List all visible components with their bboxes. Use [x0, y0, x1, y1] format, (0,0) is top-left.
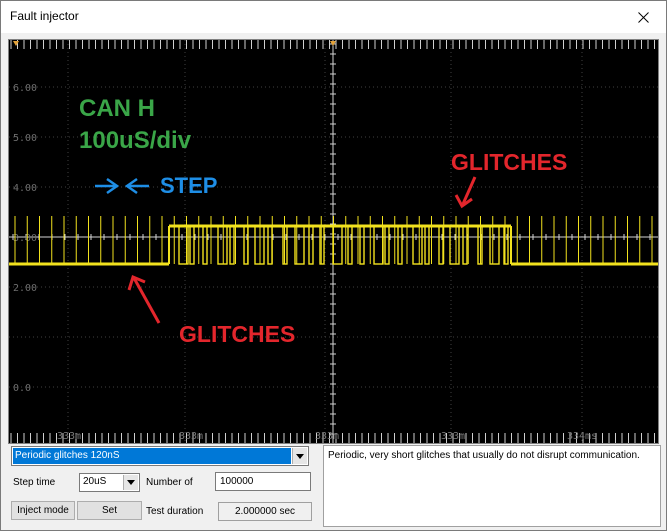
number-of-label: Number of	[146, 477, 193, 488]
bit-dip	[503, 225, 509, 265]
step-arrowhead-left	[106, 177, 120, 195]
glitches-label-lower: GLITCHES	[179, 321, 295, 347]
bit-dip	[373, 225, 384, 265]
bit-dip	[254, 225, 265, 265]
timebase-label: 100uS/div	[79, 127, 192, 154]
chevron-down-icon	[292, 448, 307, 464]
bit-dip	[178, 225, 189, 265]
bit-dip	[319, 225, 325, 265]
y-tick-label: 5.00	[13, 133, 37, 144]
mode-description: Periodic, very short glitches that usual…	[323, 445, 661, 527]
window-title: Fault injector	[10, 9, 79, 23]
bit-dip	[189, 225, 195, 265]
bit-dip	[267, 225, 273, 265]
fault-mode-dropdown[interactable]: Periodic glitches 120nS	[11, 446, 309, 466]
title-bar: Fault injector	[1, 1, 666, 33]
test-duration-label: Test duration	[146, 506, 204, 517]
x-tick-label: 334ms	[567, 431, 597, 442]
bit-dip	[332, 225, 343, 265]
bit-dip	[229, 225, 235, 265]
bit-dip	[462, 225, 468, 265]
x-tick-label: 333m	[179, 431, 203, 442]
bit-dip	[347, 225, 353, 265]
x-tick-label: 333m	[315, 431, 339, 442]
y-tick-label: 4.00	[13, 183, 37, 194]
bit-dip	[477, 225, 483, 265]
oscilloscope-view: 6.00 5.00 4.00 3.00 2.00 0.0 333m 333m 333m 333m 3…	[8, 39, 659, 444]
step-arrowhead-right	[124, 177, 138, 195]
bit-dip	[449, 225, 460, 265]
trigger-marker	[13, 41, 19, 46]
channel-label: CAN H	[79, 95, 155, 122]
bit-dip	[424, 225, 430, 265]
inject-mode-button[interactable]: Inject mode	[11, 501, 75, 520]
bit-dip	[438, 225, 444, 265]
bit-dip	[489, 225, 500, 265]
chevron-down-icon	[123, 475, 138, 490]
x-tick-label: 333m	[57, 431, 81, 442]
y-tick-label: 3.00	[13, 233, 37, 244]
bit-dip	[243, 225, 249, 265]
oscilloscope-plot: 6.00 5.00 4.00 3.00 2.00 0.0 333m 333m 333m 333m 3…	[9, 40, 658, 443]
step-time-label: Step time	[13, 477, 56, 488]
set-button[interactable]: Set	[77, 501, 142, 520]
trigger-marker	[330, 41, 336, 46]
step-time-dropdown[interactable]: 20uS	[79, 473, 140, 492]
fault-mode-value: Periodic glitches 120nS	[13, 448, 291, 464]
bit-dip	[202, 225, 208, 265]
bit-dip	[397, 225, 403, 265]
glitch-arrowhead-lower	[127, 274, 146, 291]
step-arrows	[95, 177, 149, 195]
bit-dip	[217, 225, 228, 265]
glitch-arrow-upper	[461, 176, 477, 205]
glitches-label-upper: GLITCHES	[451, 149, 567, 175]
bit-dip	[282, 225, 288, 265]
bit-dip	[412, 225, 423, 265]
x-tick-label: 333m	[441, 431, 465, 442]
bit-dip	[308, 225, 314, 265]
y-tick-label: 0.0	[13, 383, 31, 394]
step-time-value: 20uS	[83, 476, 107, 487]
control-panel: Periodic glitches 120nS Periodic, very s…	[1, 444, 666, 530]
bit-dip	[294, 225, 305, 265]
bit-dip	[384, 225, 390, 265]
test-duration-value: 2.000000 sec	[218, 502, 312, 521]
glitch-arrowhead-upper	[454, 194, 473, 209]
y-tick-label: 2.00	[13, 283, 37, 294]
bit-dip	[359, 225, 365, 265]
step-label: STEP	[160, 173, 217, 198]
close-button[interactable]	[620, 1, 666, 33]
close-icon	[637, 11, 649, 23]
glitch-arrow-lower	[132, 277, 161, 324]
y-tick-label: 6.00	[13, 83, 37, 94]
number-of-input[interactable]	[215, 472, 311, 491]
